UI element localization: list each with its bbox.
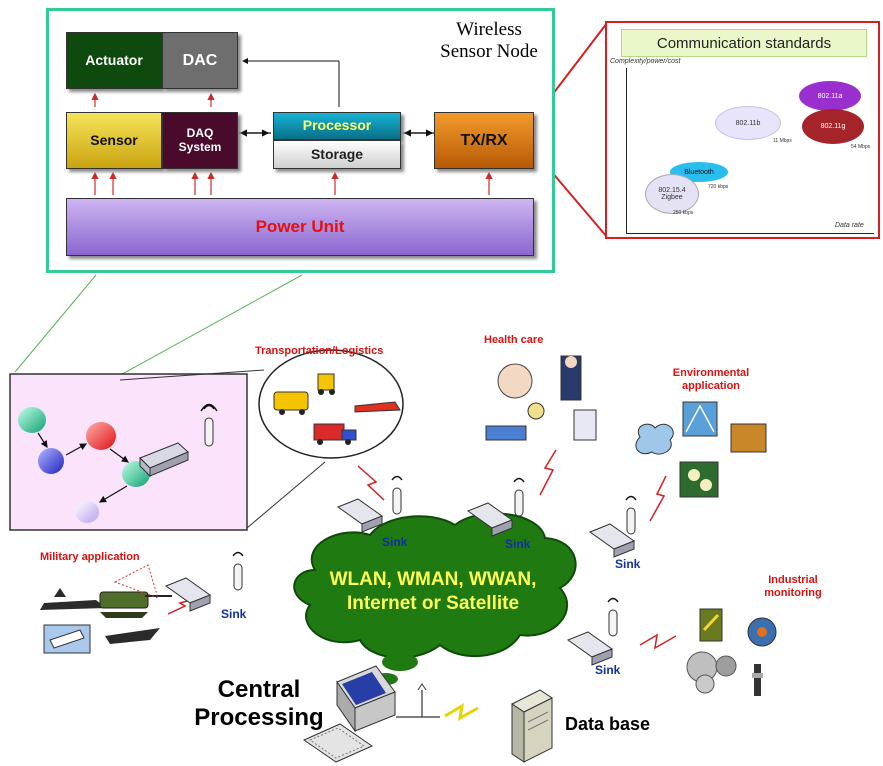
std-80211g: 802.11g: [802, 109, 864, 144]
standards-y-axis: [626, 68, 627, 233]
cloud-line2: Internet or Satellite: [346, 592, 520, 614]
sink-label-env: Sink: [615, 557, 641, 571]
industrial-line2: monitoring: [764, 586, 822, 599]
industrial-label: Industrial monitoring: [750, 574, 836, 599]
military-icons: [40, 564, 172, 654]
forklift-icon: [317, 373, 335, 395]
standards-title: Communication standards: [621, 29, 867, 57]
std-zigbee: 802.15.4 Zigbee: [645, 174, 699, 214]
race-car-icon: [354, 401, 401, 413]
standards-y-axis-label: Complexity/power/cost: [610, 58, 681, 65]
central-line1: Central: [217, 676, 301, 703]
sink-gateway-health: [466, 477, 525, 537]
zoom-line-left: [14, 274, 97, 373]
sensor-sphere-green1: [18, 407, 46, 433]
health-care-label: Health care: [484, 334, 544, 346]
rate-250kbps: 250 kbps: [673, 210, 694, 216]
central-processing-label: Central Processing: [194, 676, 324, 731]
sink-gateway-military: [164, 551, 244, 612]
truck-icon: [313, 423, 357, 445]
node-title-line1: Wireless: [456, 19, 522, 40]
bolt-transport: [357, 465, 385, 501]
bolt-health: [539, 449, 557, 496]
environment-icons: [635, 401, 767, 498]
health-care-icons: [485, 355, 597, 441]
node-internal-arrows: [91, 58, 493, 195]
zigbee-line1: 802.15.4: [658, 187, 686, 194]
env-line2: application: [681, 379, 741, 392]
daq-line2: System: [178, 139, 222, 154]
field-line-bottom: [246, 461, 326, 529]
database-label: Data base: [565, 714, 651, 734]
zigbee-line2: Zigbee: [661, 194, 683, 201]
database-server-icon: [511, 689, 553, 763]
daq-line1: DAQ: [186, 126, 214, 141]
standards-x-axis: [626, 233, 874, 234]
sink-gateway-transport: [336, 475, 403, 533]
env-line1: Environmental: [672, 367, 750, 379]
sink-label-industrial: Sink: [595, 663, 621, 677]
power-unit-block: Power Unit: [66, 198, 534, 256]
zoom-line-right: [114, 274, 303, 379]
computer-icon: [302, 665, 396, 763]
field-gateway-device: [139, 442, 189, 478]
std-80211b: 802.11b: [715, 106, 781, 140]
industrial-line1: Industrial: [768, 574, 818, 586]
transport-oval: [258, 349, 404, 459]
wireless-sensor-node-panel: Wireless Sensor Node Actuator DAC Sensor…: [46, 8, 555, 273]
industrial-icons: [686, 608, 777, 696]
sink-gateway-industrial: [566, 597, 619, 666]
environmental-label: Environmental application: [655, 367, 767, 392]
sink-label-transport: Sink: [382, 535, 408, 549]
actuator-block: Actuator: [66, 32, 162, 89]
dac-block: DAC: [162, 32, 238, 89]
field-antenna: [200, 403, 218, 447]
central-line2: Processing: [194, 703, 324, 731]
network-cloud-label: WLAN, WMAN, WWAN, Internet or Satellite: [308, 568, 558, 616]
network-cloud: [293, 512, 577, 685]
sink-gateway-env: [588, 495, 637, 558]
military-label: Military application: [40, 551, 140, 563]
sensor-sphere-blue: [38, 448, 64, 474]
storage-block: Storage: [273, 140, 401, 169]
txrx-block: TX/RX: [434, 112, 534, 169]
cloud-line1: WLAN, WMAN, WWAN,: [329, 569, 537, 590]
sensor-sphere-red: [86, 422, 116, 450]
sink-label-health: Sink: [505, 537, 531, 551]
field-line-top: [119, 369, 265, 381]
bolt-database: [444, 703, 479, 721]
standards-x-axis-label: Data rate: [835, 222, 864, 229]
sensor-sphere-lilac: [75, 501, 99, 523]
rate-11mbps: 11 Mbps: [773, 138, 792, 144]
rate-720kbps: 720 kbps: [708, 184, 729, 190]
sink-label-military: Sink: [221, 607, 247, 621]
processor-block: Processor: [273, 112, 401, 140]
node-title-line2: Sensor Node: [440, 40, 538, 62]
transport-label: Transportation/Logistics: [255, 345, 384, 357]
std-80211a: 802.11a: [799, 81, 861, 111]
daq-system-block: DAQ System: [162, 112, 238, 169]
sensor-block: Sensor: [66, 112, 162, 169]
bolt-industrial: [639, 633, 677, 650]
rate-54mbps: 54 Mbps: [851, 144, 871, 150]
bolt-env: [649, 475, 667, 522]
communication-standards-panel: Communication standards Complexity/power…: [605, 21, 880, 239]
node-title: Wireless Sensor Node: [424, 19, 554, 63]
school-bus-icon: [273, 391, 309, 415]
